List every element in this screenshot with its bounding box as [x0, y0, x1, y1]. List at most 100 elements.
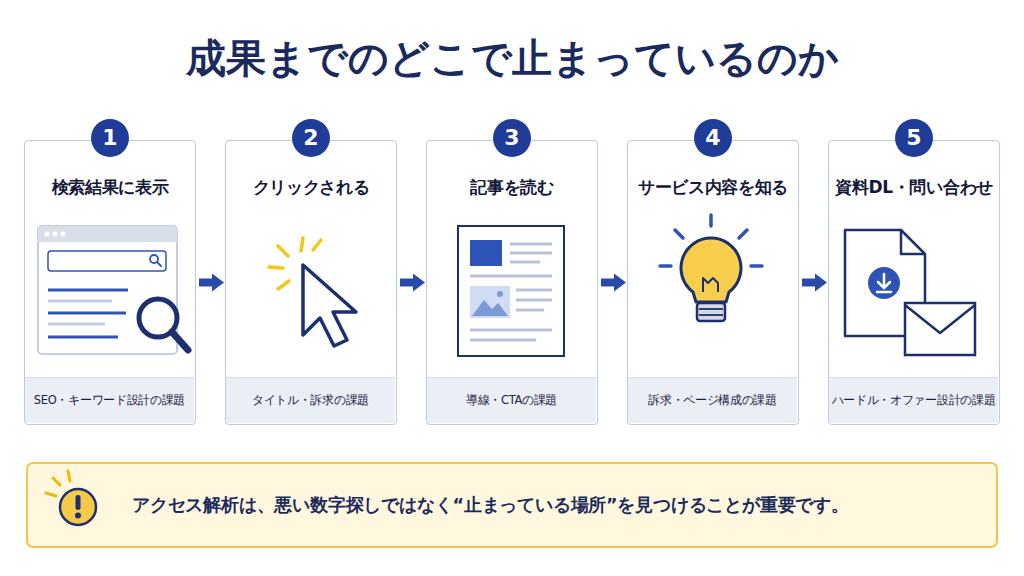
alert-ray — [53, 478, 60, 485]
article-icon — [458, 226, 564, 356]
step-number-text: 1 — [102, 127, 117, 149]
issue-band: SEO・キーワード設計の課題 — [25, 377, 194, 423]
bulb-ray — [675, 230, 683, 238]
search-field — [48, 251, 166, 271]
article-line — [470, 329, 552, 332]
issue-text: ハードル・オファー設計の課題 — [832, 393, 996, 408]
click-ray — [269, 267, 283, 268]
flow-arrow — [601, 279, 614, 287]
step-card: 資料DL・問い合わせ5ハードル・オファー設計の課題 — [828, 140, 1000, 425]
bulb-ray — [660, 264, 671, 268]
article-page — [458, 226, 564, 356]
step-number: 3 — [493, 119, 531, 157]
browser-icon — [38, 226, 188, 354]
article-line — [510, 261, 540, 264]
document-fold — [901, 230, 925, 254]
result-line — [48, 300, 112, 303]
article-line — [516, 299, 552, 302]
download-mail-icon — [845, 230, 975, 355]
step-heading: クリックされる — [226, 175, 396, 199]
bulb-base-line — [699, 314, 723, 316]
issue-band: 訴求・ページ構成の課題 — [628, 377, 797, 423]
document-sheet — [845, 230, 925, 336]
issue-text: 導線・CTAの課題 — [466, 393, 557, 408]
download-arrow — [877, 274, 891, 292]
magnifier-handle — [172, 332, 188, 350]
article-line — [516, 289, 552, 292]
note-text: アクセス解析は、悪い数字探しではなく“止まっている場所”を見つけることが重要です… — [132, 493, 849, 517]
issue-band: 導線・CTAの課題 — [427, 377, 596, 423]
flow-arrow — [400, 279, 413, 287]
note-box: アクセス解析は、悪い数字探しではなく“止まっている場所”を見つけることが重要です… — [26, 462, 998, 548]
bulb-base — [697, 303, 725, 321]
issue-band: ハードル・オファー設計の課題 — [829, 377, 998, 423]
envelope — [905, 303, 975, 355]
step-number: 2 — [292, 119, 330, 157]
bulb-base-line — [699, 308, 723, 310]
step-number: 5 — [895, 119, 933, 157]
search-glass — [150, 255, 158, 263]
step-card: クリックされる2タイトル・訴求の課題 — [225, 140, 397, 425]
flow-arrow — [199, 279, 212, 287]
step-card: サービス内容を知る4訴求・ページ構成の課題 — [627, 140, 799, 425]
step-number-text: 4 — [705, 127, 720, 149]
bulb-ray — [709, 215, 713, 226]
flow-arrow — [802, 279, 815, 287]
result-line — [48, 336, 118, 339]
browser-dot — [61, 232, 66, 237]
alert-ray — [46, 493, 56, 496]
article-line — [470, 275, 552, 278]
step-number-text: 3 — [504, 127, 519, 149]
click-ray — [301, 238, 303, 251]
article-line — [510, 252, 552, 255]
issue-text: SEO・キーワード設計の課題 — [34, 393, 185, 408]
browser-window — [38, 226, 177, 354]
step-heading: 記事を読む — [427, 175, 597, 199]
search-glass — [157, 262, 161, 266]
article-line — [510, 243, 552, 246]
cursor-arrow — [303, 265, 356, 346]
step-card: 記事を読む3導線・CTAの課題 — [426, 140, 598, 425]
article-line — [470, 339, 536, 342]
issue-text: 訴求・ページ構成の課題 — [648, 393, 777, 408]
issue-text: タイトル・訴求の課題 — [252, 393, 369, 408]
step-card: 検索結果に表示1SEO・キーワード設計の課題 — [24, 140, 196, 425]
article-block — [470, 240, 502, 266]
alert-ray — [68, 471, 70, 481]
click-ray — [278, 281, 289, 289]
bulb-ray — [739, 230, 747, 238]
bulb-filament — [703, 278, 718, 292]
bulb-glass — [681, 238, 741, 302]
step-heading: 資料DL・問い合わせ — [829, 175, 999, 199]
step-number: 1 — [91, 119, 129, 157]
click-ray — [313, 240, 321, 250]
result-line — [48, 312, 126, 315]
click-ray — [278, 246, 288, 256]
cursor-icon — [269, 238, 356, 346]
article-image — [470, 286, 510, 318]
alert-mark — [76, 495, 81, 510]
alert-icon — [46, 471, 96, 525]
result-line — [48, 323, 105, 326]
article-line — [516, 309, 544, 312]
step-number: 4 — [694, 119, 732, 157]
step-number-text: 5 — [906, 127, 921, 149]
bulb-ray — [751, 264, 762, 268]
step-heading: サービス内容を知る — [628, 175, 798, 199]
browser-dot — [45, 232, 50, 237]
browser-dot — [53, 232, 58, 237]
diagram-title: 成果までのどこで止まっているのか — [0, 30, 1024, 86]
browser-bar — [38, 226, 177, 242]
download-badge — [868, 267, 900, 299]
image-sun — [497, 291, 503, 297]
result-line — [48, 289, 128, 292]
image-mountain — [472, 300, 508, 316]
step-heading: 検索結果に表示 — [25, 175, 195, 199]
magnifier — [139, 299, 177, 337]
issue-band: タイトル・訴求の課題 — [226, 377, 395, 423]
envelope-flap — [905, 305, 975, 333]
